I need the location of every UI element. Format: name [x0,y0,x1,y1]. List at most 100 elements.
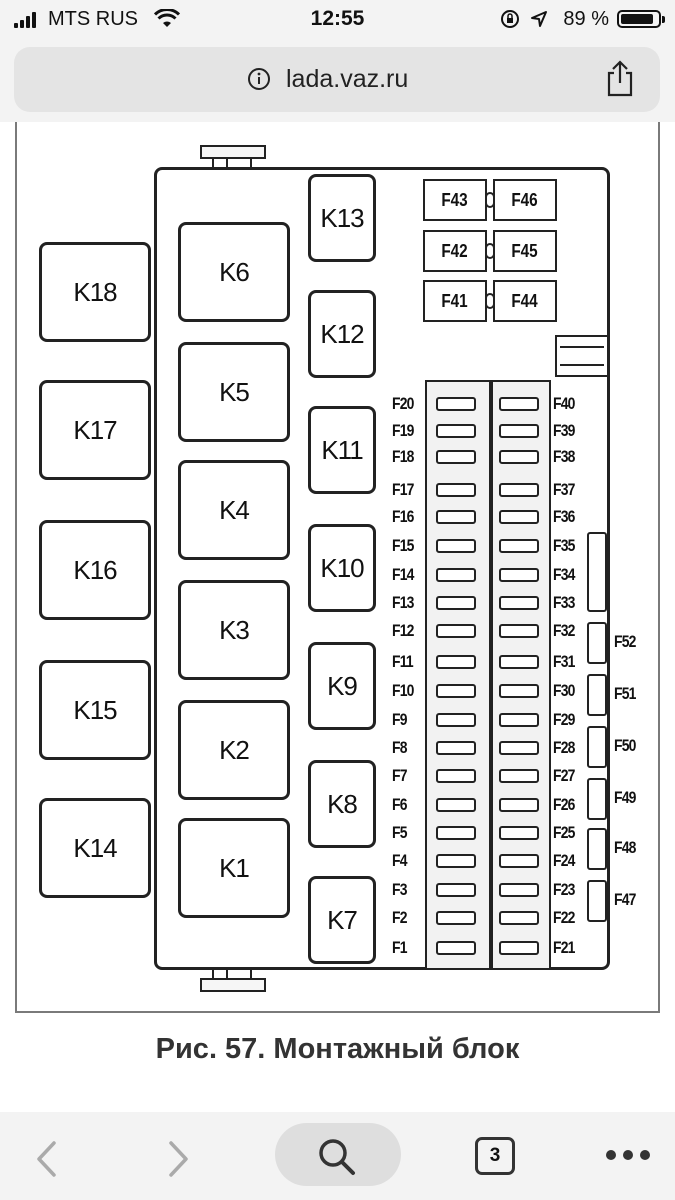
fuse-label-f7: F7 [392,766,407,785]
fuse-f48 [587,828,607,870]
fuse-f40 [499,397,539,411]
fuse-f25 [499,826,539,840]
fuse-f4 [436,854,476,868]
fuse-f13 [436,596,476,610]
fuse-label-f34: F34 [553,565,575,584]
relay-k2: K2 [178,700,290,800]
fuse-f31 [499,655,539,669]
fuse-f52 [587,622,607,664]
fuse-f49 [587,778,607,820]
fuse-label-f8: F8 [392,738,407,757]
fuse-f5 [436,826,476,840]
fuse-label-f26: F26 [553,795,575,814]
battery-percent: 89 % [563,8,609,30]
fuse-label-f47: F47 [614,890,636,909]
tabs-button[interactable]: 3 [475,1137,515,1175]
fuse-label-f16: F16 [392,507,414,526]
url-text[interactable]: lada.vaz.ru [286,65,409,93]
latch-stem-top [212,157,252,167]
latch-top [200,145,266,159]
fuse-f15 [436,539,476,553]
relay-k10: K10 [308,524,376,612]
fuse-label-f10: F10 [392,681,414,700]
signal-icon [14,12,42,28]
clock: 12:55 [310,7,365,30]
fuse-f11 [436,655,476,669]
fuse-f34 [499,568,539,582]
wifi-icon [154,9,180,27]
fuse-f37 [499,483,539,497]
fuse-tall [587,532,607,612]
relay-k17: K17 [39,380,151,480]
maxi-fuse-f43: F43 [423,179,487,221]
fuse-f35 [499,539,539,553]
fuse-f47 [587,880,607,922]
fuse-label-f22: F22 [553,908,575,927]
fuse-f17 [436,483,476,497]
maxi-fuse-f42: F42 [423,230,487,272]
fuse-label: F42 [441,240,469,261]
relay-k3: K3 [178,580,290,680]
fuse-label-f49: F49 [614,788,636,807]
fuse-f19 [436,424,476,438]
back-icon[interactable] [34,1140,60,1178]
fuse-label-f48: F48 [614,838,636,857]
fuse-label-f30: F30 [553,681,575,700]
more-icon[interactable] [604,1148,652,1162]
fuse-label-f6: F6 [392,795,407,814]
fuse-f7 [436,769,476,783]
relay-k18: K18 [39,242,151,342]
fuse-label-f13: F13 [392,593,414,612]
fuse-label-f19: F19 [392,421,414,440]
fuse-label-f27: F27 [553,766,575,785]
fuse-label-f2: F2 [392,908,407,927]
fuse-label-f39: F39 [553,421,575,440]
fuse-label-f37: F37 [553,480,575,499]
fuse-f29 [499,713,539,727]
fuse-f23 [499,883,539,897]
share-icon[interactable] [604,59,636,99]
fuse-label-f9: F9 [392,710,407,729]
fuse-label-f5: F5 [392,823,407,842]
info-icon[interactable] [247,67,271,91]
fuse-label-f28: F28 [553,738,575,757]
fuse-f6 [436,798,476,812]
fuse-label-f33: F33 [553,593,575,612]
connector-block [555,335,609,377]
fuse-label-f51: F51 [614,684,636,703]
relay-k7: K7 [308,876,376,964]
fuse-f27 [499,769,539,783]
fuse-f50 [587,726,607,768]
fuse-label-f23: F23 [553,880,575,899]
fuse-label-f31: F31 [553,652,575,671]
search-button[interactable] [275,1123,401,1186]
relay-k8: K8 [308,760,376,848]
fuse-f10 [436,684,476,698]
fuse-f3 [436,883,476,897]
fuse-label-f32: F32 [553,621,575,640]
search-icon [319,1139,355,1175]
fuse-f1 [436,941,476,955]
forward-icon[interactable] [165,1140,191,1178]
fuse-label: F41 [441,290,469,311]
status-bar: MTS RUS 12:55 89 % [0,0,675,38]
fuse-label: F45 [511,240,539,261]
fuse-f18 [436,450,476,464]
fuse-f16 [436,510,476,524]
relay-k9: K9 [308,642,376,730]
fuse-label-f35: F35 [553,536,575,555]
fuse-f32 [499,624,539,638]
relay-k16: K16 [39,520,151,620]
relay-k5: K5 [178,342,290,442]
fuse-label-f52: F52 [614,632,636,651]
latch-stem-bottom [212,968,252,978]
fuse-label-f40: F40 [553,394,575,413]
fuse-label-f38: F38 [553,447,575,466]
address-bar[interactable]: lada.vaz.ru [14,47,660,112]
fuse-f22 [499,911,539,925]
connector-lines [560,346,604,366]
fuse-label-f17: F17 [392,480,414,499]
fuse-label-f36: F36 [553,507,575,526]
